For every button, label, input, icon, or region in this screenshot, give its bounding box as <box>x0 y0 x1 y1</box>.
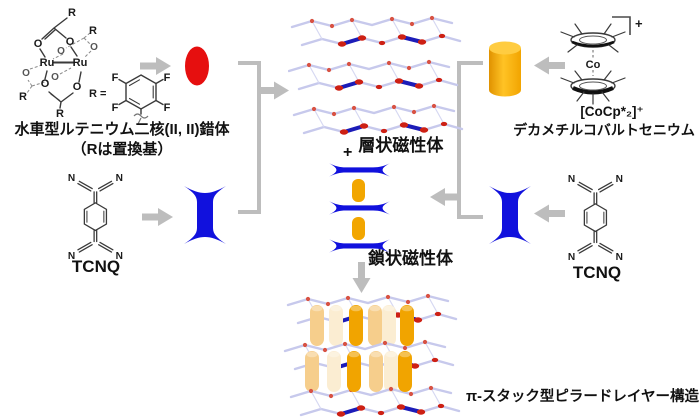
ru-atom-label: Ru <box>40 57 55 69</box>
attachment-squiggle <box>133 113 149 125</box>
cylinder-top <box>489 41 521 55</box>
plus-sign: + <box>343 144 353 161</box>
cylinder-body <box>489 48 521 97</box>
carboxylate-bonds <box>41 17 68 40</box>
tcnq-unit-edge-on <box>329 163 390 177</box>
pillar-cylinder <box>352 179 365 202</box>
chain-magnet-structure <box>329 163 390 253</box>
magnetic-layer <box>288 57 459 93</box>
cocp-formula: [CoCp*₂]⁺ <box>580 104 644 119</box>
tcnq-left-caption: TCNQ <box>71 257 121 276</box>
cp-ring-bottom <box>560 70 626 105</box>
pillar-cylinder <box>352 217 365 240</box>
magnetic-layer <box>290 13 462 49</box>
r-group-label: R <box>56 108 64 120</box>
o-atom-label: O <box>57 46 65 57</box>
o-atom-label: O <box>66 36 75 48</box>
r-group-label: R <box>68 7 76 19</box>
ru-paddlewheel-structure: Ru Ru O O O O O O O O R R R R <box>19 7 98 120</box>
cocp-caption: デカメチルコバルトセニウム <box>513 122 695 138</box>
f-atom-label: F <box>112 72 119 84</box>
arrow-right-icon <box>258 81 289 100</box>
ru-complex-caption: 水車型ルテニウム二核(II, II)錯体 <box>14 121 230 138</box>
layered-caption-row: + 層状磁性体 <box>343 131 444 161</box>
o-atom-label: O <box>22 68 30 79</box>
f-atom-label: F <box>164 72 171 84</box>
o-atom-label: O <box>41 78 50 90</box>
cobaltocenium-gold-cylinder <box>489 41 521 97</box>
layered-caption: 層状磁性体 <box>358 136 444 155</box>
o-atom-label: O <box>34 38 43 50</box>
charge-bracket <box>612 16 631 35</box>
o-atom-label: O <box>90 42 98 53</box>
tcnq-unit-blue-shape <box>184 186 226 244</box>
r-group-label: R <box>89 25 97 37</box>
pillared-layer-structure <box>283 291 461 418</box>
ru-atom-label: Ru <box>73 57 88 69</box>
cobaltocenium-structure: + Co <box>560 16 643 105</box>
tcnq-unit-edge-on <box>329 201 390 215</box>
plus-charge-label: + <box>635 16 643 31</box>
r-equals-label: R = <box>89 88 106 100</box>
arrow-left-icon <box>430 188 461 206</box>
cp-ring-top <box>560 23 626 53</box>
tcnq-right-caption: TCNQ <box>572 263 622 282</box>
f-atom-label: F <box>112 102 119 114</box>
layered-magnet-structure <box>288 13 464 137</box>
co-atom-label: Co <box>586 59 601 71</box>
r-group-definition: R = F F F F <box>89 72 171 125</box>
tcnq-molecule-right <box>567 173 624 264</box>
tcnq-right-structure <box>567 173 624 264</box>
tcnq-molecule-left <box>67 172 124 263</box>
o-atom-label: O <box>51 72 59 83</box>
tcnq-left-structure: N N N N <box>67 172 124 263</box>
o-atom-label: O <box>73 81 82 93</box>
chain-caption: 鎖状磁性体 <box>368 249 453 268</box>
f-atom-label: F <box>164 102 171 114</box>
pillared-caption: π-スタック型ピラードレイヤー構造 <box>466 389 699 405</box>
ru-complex-caption-2: （Rは置換基） <box>71 141 173 158</box>
r-group-label: R <box>19 91 27 103</box>
